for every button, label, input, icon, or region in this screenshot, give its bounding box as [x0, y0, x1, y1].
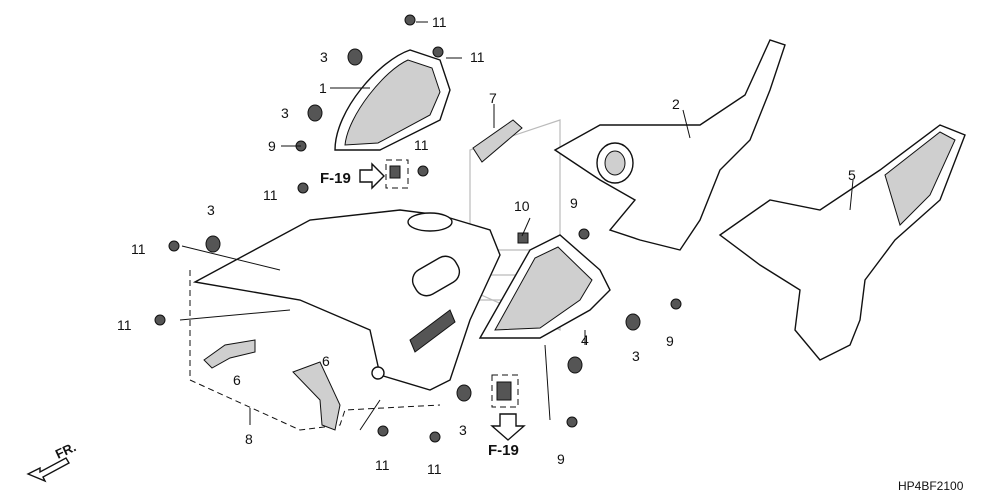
- callout-11: 11: [432, 14, 447, 30]
- callout-6: 6: [233, 372, 241, 388]
- callout-3: 3: [207, 202, 215, 218]
- bolt-icon: [154, 14, 682, 443]
- callout-7: 7: [489, 90, 497, 106]
- callout-11: 11: [414, 137, 429, 153]
- callout-6: 6: [322, 353, 330, 369]
- clip-icon: [389, 165, 529, 401]
- callout-11: 11: [470, 49, 485, 65]
- callout-2: 2: [672, 96, 680, 112]
- callout-11: 11: [263, 187, 278, 203]
- callout-3: 3: [632, 348, 640, 364]
- reference-f19-upper: F-19: [320, 159, 409, 190]
- callout-3: 3: [459, 422, 467, 438]
- reference-f19-lower: F-19: [488, 374, 526, 459]
- part-7-pad: [472, 119, 523, 163]
- part-2-side-cover: [553, 39, 786, 251]
- callout-1: 1: [319, 80, 327, 96]
- callout-11: 11: [131, 241, 146, 257]
- callout-4: 4: [581, 332, 589, 348]
- svg-text:FR.: FR.: [53, 439, 78, 461]
- callout-5: 5: [848, 167, 856, 183]
- grommet-icon: [205, 48, 641, 402]
- part-6-trim-left: [203, 339, 256, 369]
- callout-11: 11: [427, 461, 442, 477]
- part-8-side-cover: [192, 209, 501, 391]
- part-6-trim-right: [292, 361, 341, 431]
- callout-3: 3: [281, 105, 289, 121]
- drawing-code: HP4BF2100: [898, 479, 964, 493]
- callout-11: 11: [117, 317, 132, 333]
- front-direction-arrow-icon: FR.: [26, 439, 78, 483]
- callout-10: 10: [514, 198, 530, 214]
- svg-text:F-19: F-19: [320, 170, 351, 187]
- callout-3: 3: [320, 49, 328, 65]
- part-8-outline: [189, 270, 441, 431]
- callout-9: 9: [268, 138, 276, 154]
- callout-9: 9: [557, 451, 565, 467]
- callout-8: 8: [245, 431, 253, 447]
- callout-11: 11: [375, 457, 390, 473]
- leader-lines: [179, 21, 854, 431]
- callout-9: 9: [666, 333, 674, 349]
- part-4-inner-cover: [478, 234, 611, 339]
- svg-text:F-19: F-19: [488, 442, 519, 459]
- part-1-center-cover: [334, 49, 451, 151]
- part-5-shroud: [718, 124, 966, 361]
- callout-9: 9: [570, 195, 578, 211]
